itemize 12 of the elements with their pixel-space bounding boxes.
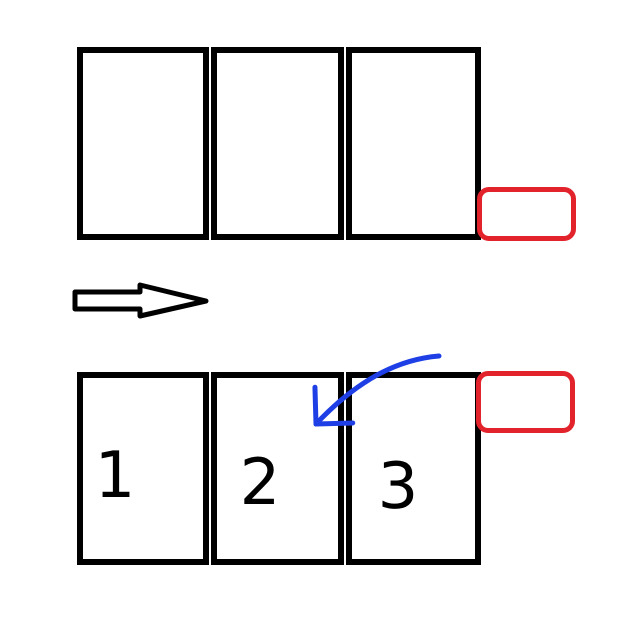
rounded-box [477,187,576,241]
rectangle-box [77,47,209,240]
arrow [313,354,442,426]
box-number: 1 [94,444,136,508]
rectangle-box [211,47,344,240]
rectangle-box [211,372,344,565]
box-number: 2 [240,451,280,515]
rounded-box [476,371,575,433]
box-number: 3 [378,455,418,519]
rectangle-box [77,372,209,565]
rectangle-box [346,47,481,240]
rectangle-box [346,372,481,565]
